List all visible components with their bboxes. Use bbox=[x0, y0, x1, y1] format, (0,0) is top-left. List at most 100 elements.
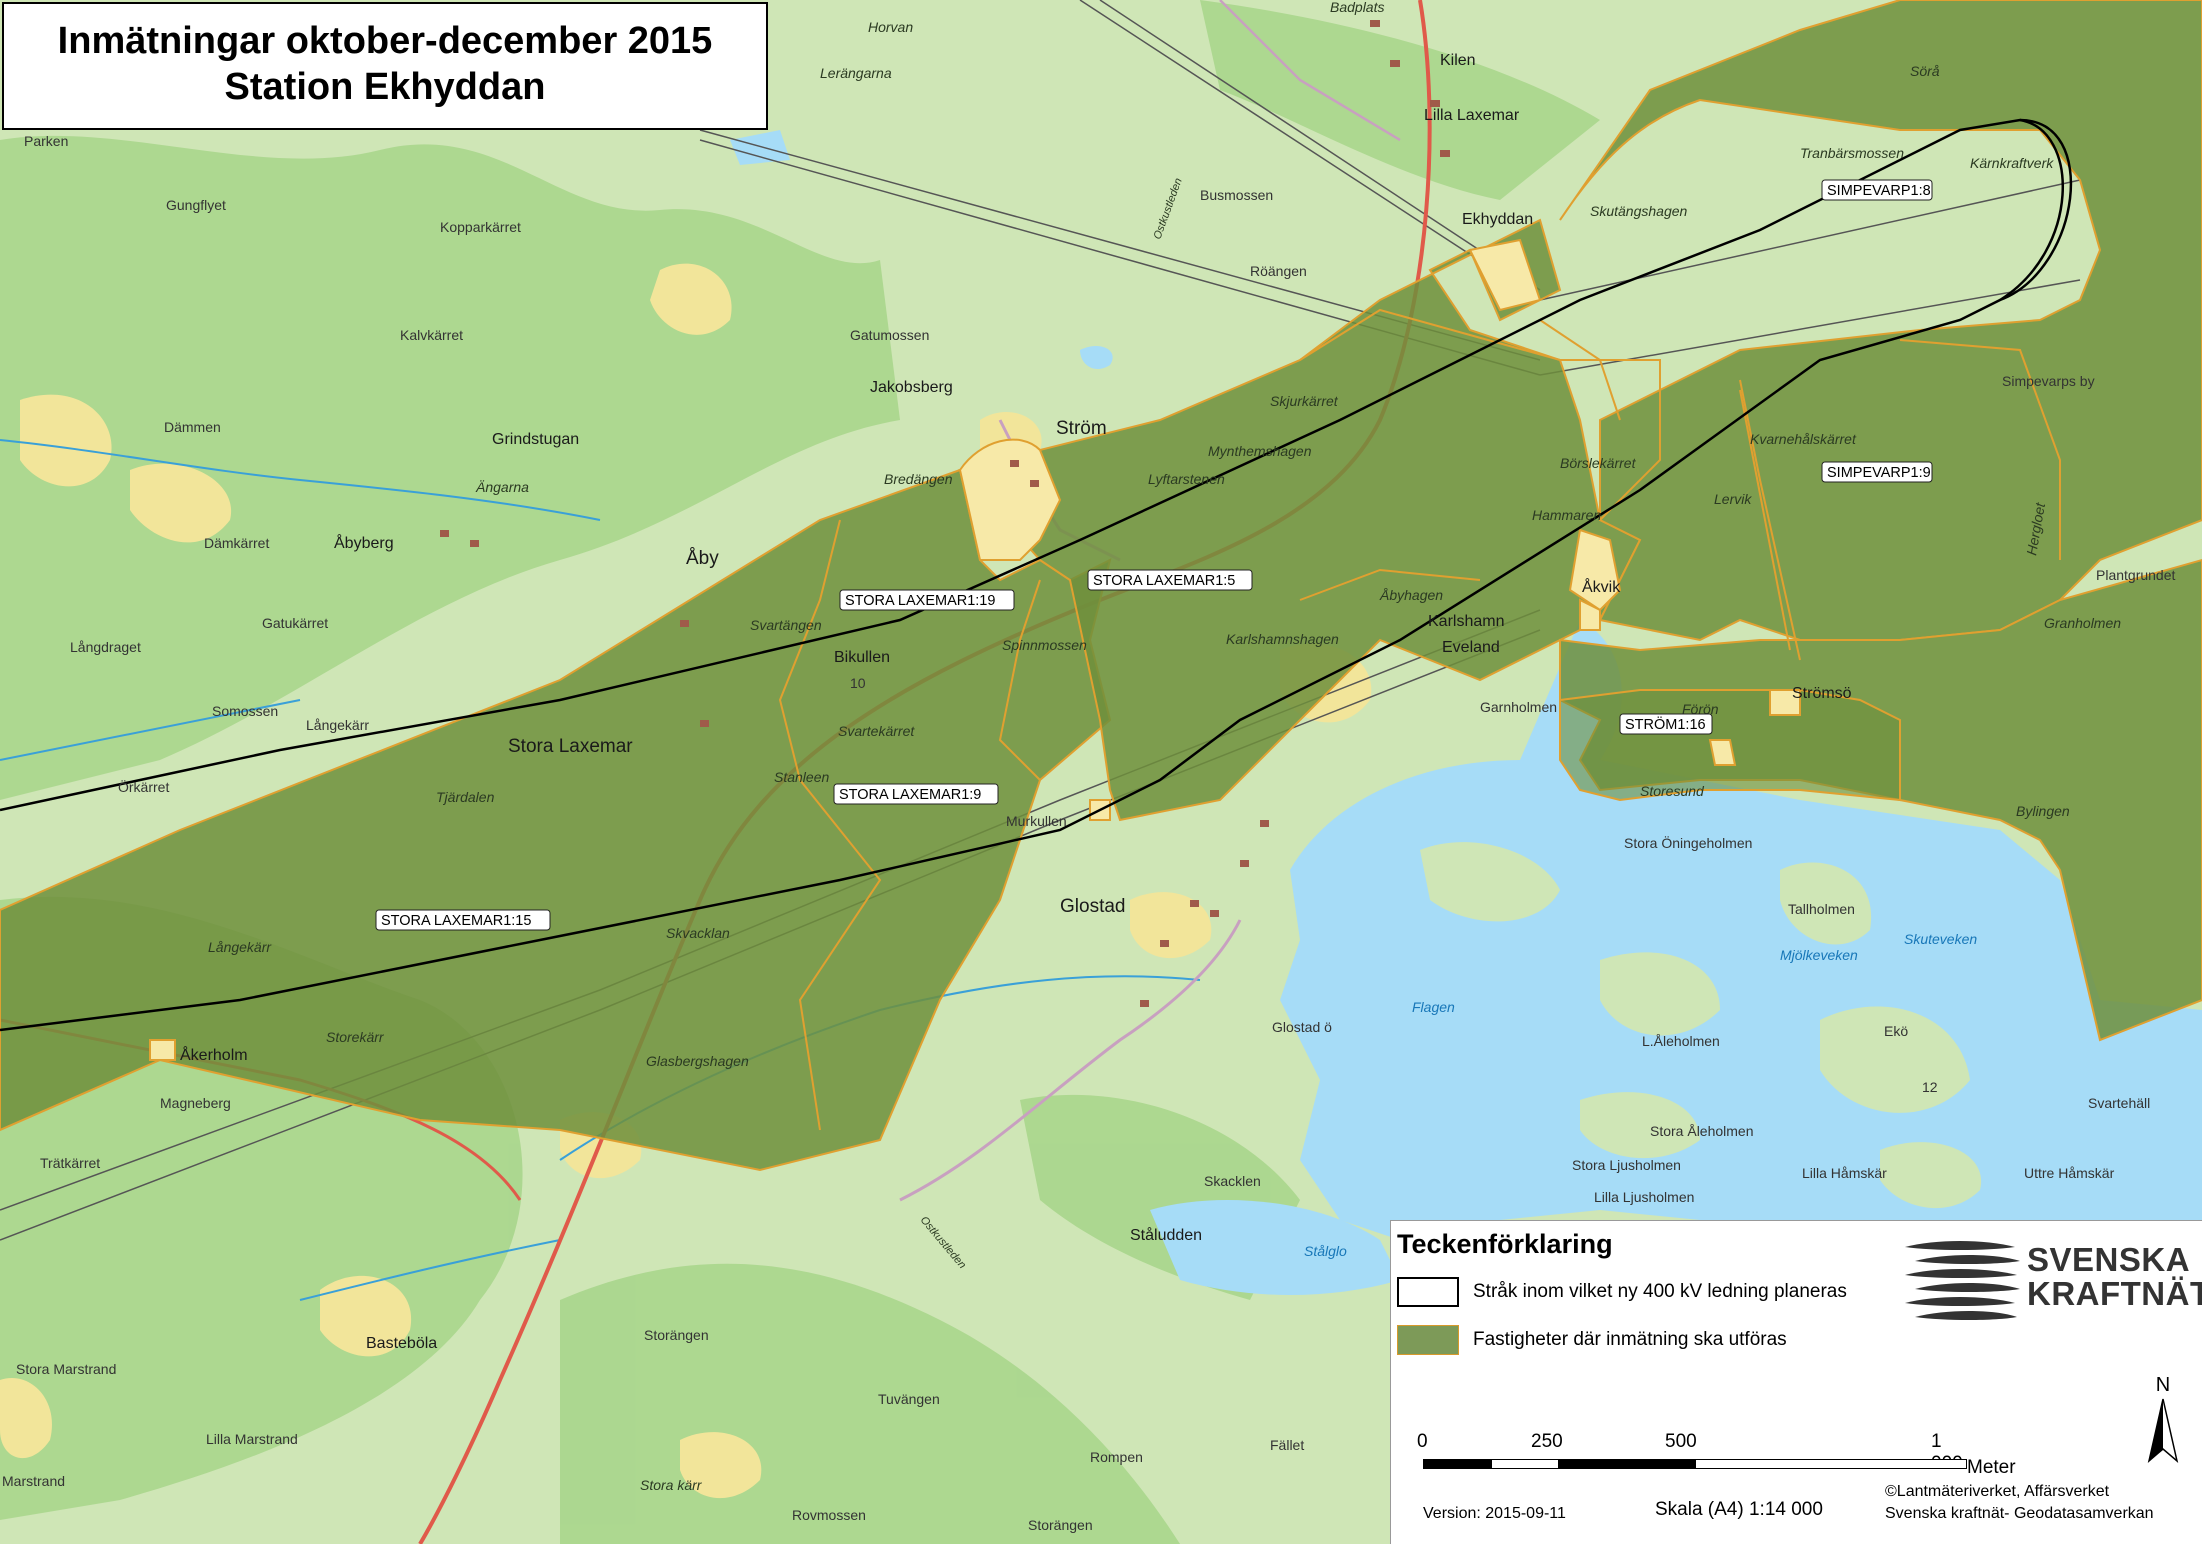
label-glostad-o: Glostad ö bbox=[1272, 1019, 1332, 1035]
label-stora-karr: Stora kärr bbox=[640, 1477, 703, 1493]
svg-text:STORA LAXEMAR1:19: STORA LAXEMAR1:19 bbox=[845, 593, 995, 609]
label-skjurkarret: Skjurkärret bbox=[1270, 393, 1339, 409]
label-stora-laxemar: Stora Laxemar bbox=[508, 736, 633, 757]
svg-text:N: N bbox=[2156, 1374, 2170, 1396]
label-storesund: Storesund bbox=[1640, 783, 1705, 799]
scale-text: Skala (A4) 1:14 000 bbox=[1655, 1499, 1823, 1520]
label-magneberg: Magneberg bbox=[160, 1095, 231, 1111]
label-spinnmossen: Spinnmossen bbox=[1002, 637, 1087, 653]
map-title-box: Inmätningar oktober-december 2015 Statio… bbox=[2, 2, 768, 130]
label-rompen: Rompen bbox=[1090, 1449, 1143, 1465]
label-num-10: 10 bbox=[850, 675, 866, 691]
legend-label-corridor: Stråk inom vilket ny 400 kV ledning plan… bbox=[1473, 1281, 1847, 1302]
label-stanleen: Stanleen bbox=[774, 769, 829, 785]
label-orkarret: Örkärret bbox=[118, 778, 169, 795]
credit-line2: Svenska kraftnät- Geodatasamverkan bbox=[1885, 1505, 2154, 1522]
label-flagen: Flagen bbox=[1412, 999, 1455, 1015]
label-storangen-s: Storängen bbox=[1028, 1517, 1093, 1533]
label-kvarnehalskarret: Kvarnehålskärret bbox=[1750, 431, 1857, 447]
label-lyftarstenen: Lyftarstenen bbox=[1148, 471, 1225, 487]
label-stromso: Strömsö bbox=[1792, 685, 1852, 702]
label-eko: Ekö bbox=[1884, 1023, 1908, 1039]
label-borslekarret: Börslekärret bbox=[1560, 455, 1637, 471]
label-abyberg: Åbyberg bbox=[334, 533, 394, 552]
label-rovmossen: Rovmossen bbox=[792, 1507, 866, 1523]
label-lilla-hamskar: Lilla Håmskär bbox=[1802, 1165, 1887, 1181]
label-stora-ljusholmen: Stora Ljusholmen bbox=[1572, 1157, 1681, 1173]
label-langdraget: Långdraget bbox=[70, 639, 141, 655]
prop-label-stora-laxemar-1-15: STORA LAXEMAR1:15 bbox=[375, 909, 551, 931]
label-somossen: Somossen bbox=[212, 703, 278, 719]
label-granholmen: Granholmen bbox=[2044, 615, 2121, 631]
label-marstrand: Marstrand bbox=[2, 1473, 65, 1489]
legend-panel: Teckenförklaring Stråk inom vilket ny 40… bbox=[1390, 1220, 2202, 1544]
label-num-12: 12 bbox=[1922, 1079, 1938, 1095]
label-skvacklan: Skvacklan bbox=[666, 925, 730, 941]
label-gatukarret: Gatukärret bbox=[262, 615, 328, 631]
north-arrow-icon: N bbox=[2147, 1374, 2179, 1464]
label-foron: Förön bbox=[1682, 701, 1719, 717]
prop-label-strom-1-16: STRÖM1:16 bbox=[1619, 713, 1713, 735]
label-strom: Ström bbox=[1056, 418, 1107, 439]
label-fallet: Fället bbox=[1270, 1437, 1304, 1453]
label-tranbarsmossen: Tranbärsmossen bbox=[1800, 145, 1904, 161]
label-badplats: Badplats bbox=[1330, 0, 1384, 15]
label-uttre-hamskar: Uttre Håmskär bbox=[2024, 1165, 2115, 1181]
label-karlshamn: Karlshamn bbox=[1428, 613, 1504, 630]
label-ekhyddan: Ekhyddan bbox=[1462, 211, 1533, 228]
label-stora-aleholmen: Stora Åleholmen bbox=[1650, 1123, 1754, 1139]
label-glasbergshagen: Glasbergshagen bbox=[646, 1053, 749, 1069]
label-skutangshagen: Skutängshagen bbox=[1590, 203, 1688, 219]
svenska-kraftnat-logo-icon bbox=[1905, 1241, 2020, 1320]
label-hammaren: Hammaren bbox=[1532, 507, 1601, 523]
label-sora: Sörå bbox=[1910, 63, 1940, 79]
corridor-vertex bbox=[1999, 118, 2073, 302]
label-tratkarret: Trätkärret bbox=[40, 1155, 100, 1171]
map-title: Inmätningar oktober-december 2015 bbox=[57, 20, 713, 62]
label-aby: Åby bbox=[686, 548, 719, 569]
label-staludden: Ståludden bbox=[1130, 1226, 1202, 1244]
excluded-plots bbox=[149, 238, 1801, 1061]
label-busmossen: Busmossen bbox=[1200, 187, 1273, 203]
label-simpevarps-by: Simpevarps by bbox=[2002, 373, 2095, 389]
scale-label-500: 500 bbox=[1665, 1431, 1697, 1452]
svg-text:STORA LAXEMAR1:5: STORA LAXEMAR1:5 bbox=[1093, 573, 1235, 589]
label-lilla-marstrand: Lilla Marstrand bbox=[206, 1431, 298, 1447]
svg-text:STORA LAXEMAR1:9: STORA LAXEMAR1:9 bbox=[839, 787, 981, 803]
buildings bbox=[440, 20, 1450, 1007]
prop-label-simpevarp-1-8: SIMPEVARP1:8 bbox=[1821, 179, 1933, 201]
label-kalvkarret: Kalvkärret bbox=[400, 327, 463, 343]
legend-swatch-corridor bbox=[1397, 1277, 1459, 1307]
label-svartehall: Svartehäll bbox=[2088, 1095, 2150, 1111]
label-skacklen: Skacklen bbox=[1204, 1173, 1261, 1189]
label-bredangen: Bredängen bbox=[884, 471, 953, 487]
label-tjardalen: Tjärdalen bbox=[436, 789, 495, 805]
prop-label-stora-laxemar-1-19: STORA LAXEMAR1:19 bbox=[839, 589, 1015, 611]
prop-label-stora-laxemar-1-9: STORA LAXEMAR1:9 bbox=[833, 783, 999, 805]
label-grindstugan: Grindstugan bbox=[492, 431, 579, 448]
map-subtitle: Station Ekhyddan bbox=[224, 66, 546, 108]
label-gungflyet: Gungflyet bbox=[166, 197, 226, 213]
planned-corridor-outline bbox=[0, 118, 2065, 1032]
label-parken: Parken bbox=[24, 133, 68, 149]
label-angarna: Ängarna bbox=[475, 479, 529, 495]
label-stora-marstrand: Stora Marstrand bbox=[16, 1361, 116, 1377]
label-kopparkarret: Kopparkärret bbox=[440, 219, 521, 235]
label-basteboia: Basteböla bbox=[366, 1335, 437, 1352]
label-bikullen: Bikullen bbox=[834, 649, 890, 666]
label-gatumossen: Gatumossen bbox=[850, 327, 929, 343]
label-svartekarret: Svartekärret bbox=[838, 723, 915, 739]
label-roangen: Röängen bbox=[1250, 263, 1307, 279]
svg-text:SIMPEVARP1:8: SIMPEVARP1:8 bbox=[1827, 183, 1931, 199]
legend-swatch-property bbox=[1397, 1325, 1459, 1355]
water-areas bbox=[730, 130, 2202, 1300]
label-l-aleholmen: L.Åleholmen bbox=[1642, 1033, 1720, 1049]
label-lerangarna: Lerängarna bbox=[820, 65, 892, 81]
label-kilen: Kilen bbox=[1440, 52, 1476, 69]
legend-row-corridor: Stråk inom vilket ny 400 kV ledning plan… bbox=[1397, 1277, 1847, 1307]
label-akerholm: Åkerholm bbox=[180, 1045, 248, 1064]
label-jakobsberg: Jakobsberg bbox=[870, 379, 953, 396]
label-garnholmen: Garnholmen bbox=[1480, 699, 1557, 715]
label-mjolkeveken: Mjölkeveken bbox=[1780, 947, 1858, 963]
